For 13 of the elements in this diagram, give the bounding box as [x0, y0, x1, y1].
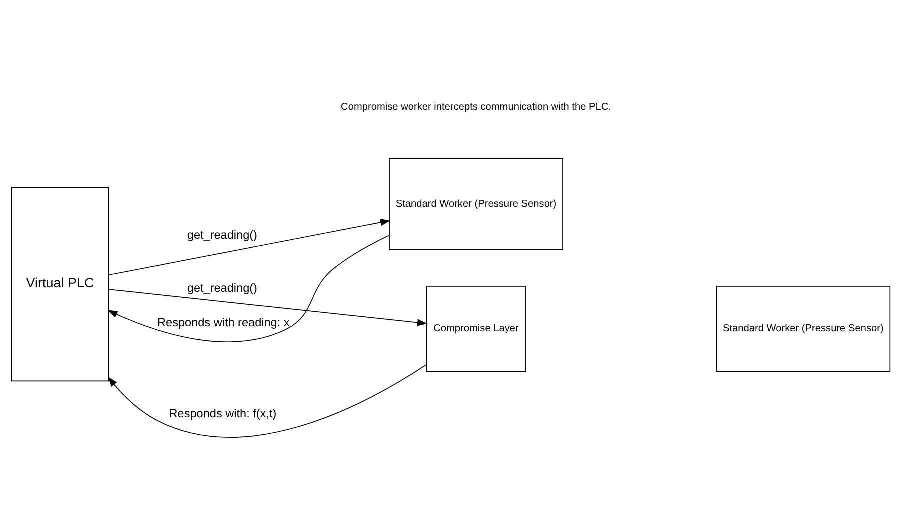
node-box: Compromise Layer	[426, 286, 526, 372]
arrow	[108, 218, 391, 276]
edge-label: Responds with: f(x,t)	[169, 407, 277, 420]
edge-label: Responds with reading: x	[158, 316, 290, 330]
edge-label: get_reading()	[187, 282, 258, 295]
node-box: Virtual PLC	[11, 186, 110, 382]
arrow	[108, 288, 428, 326]
arrow	[108, 364, 427, 438]
edge-label: get_reading()	[187, 228, 258, 242]
node-box: Standard Worker (Pressure Sensor)	[716, 286, 891, 372]
node-box: Standard Worker (Pressure Sensor)	[389, 158, 564, 250]
label: Compromise worker intercepts communication with the PLC.	[341, 102, 612, 113]
arrow	[108, 234, 390, 342]
